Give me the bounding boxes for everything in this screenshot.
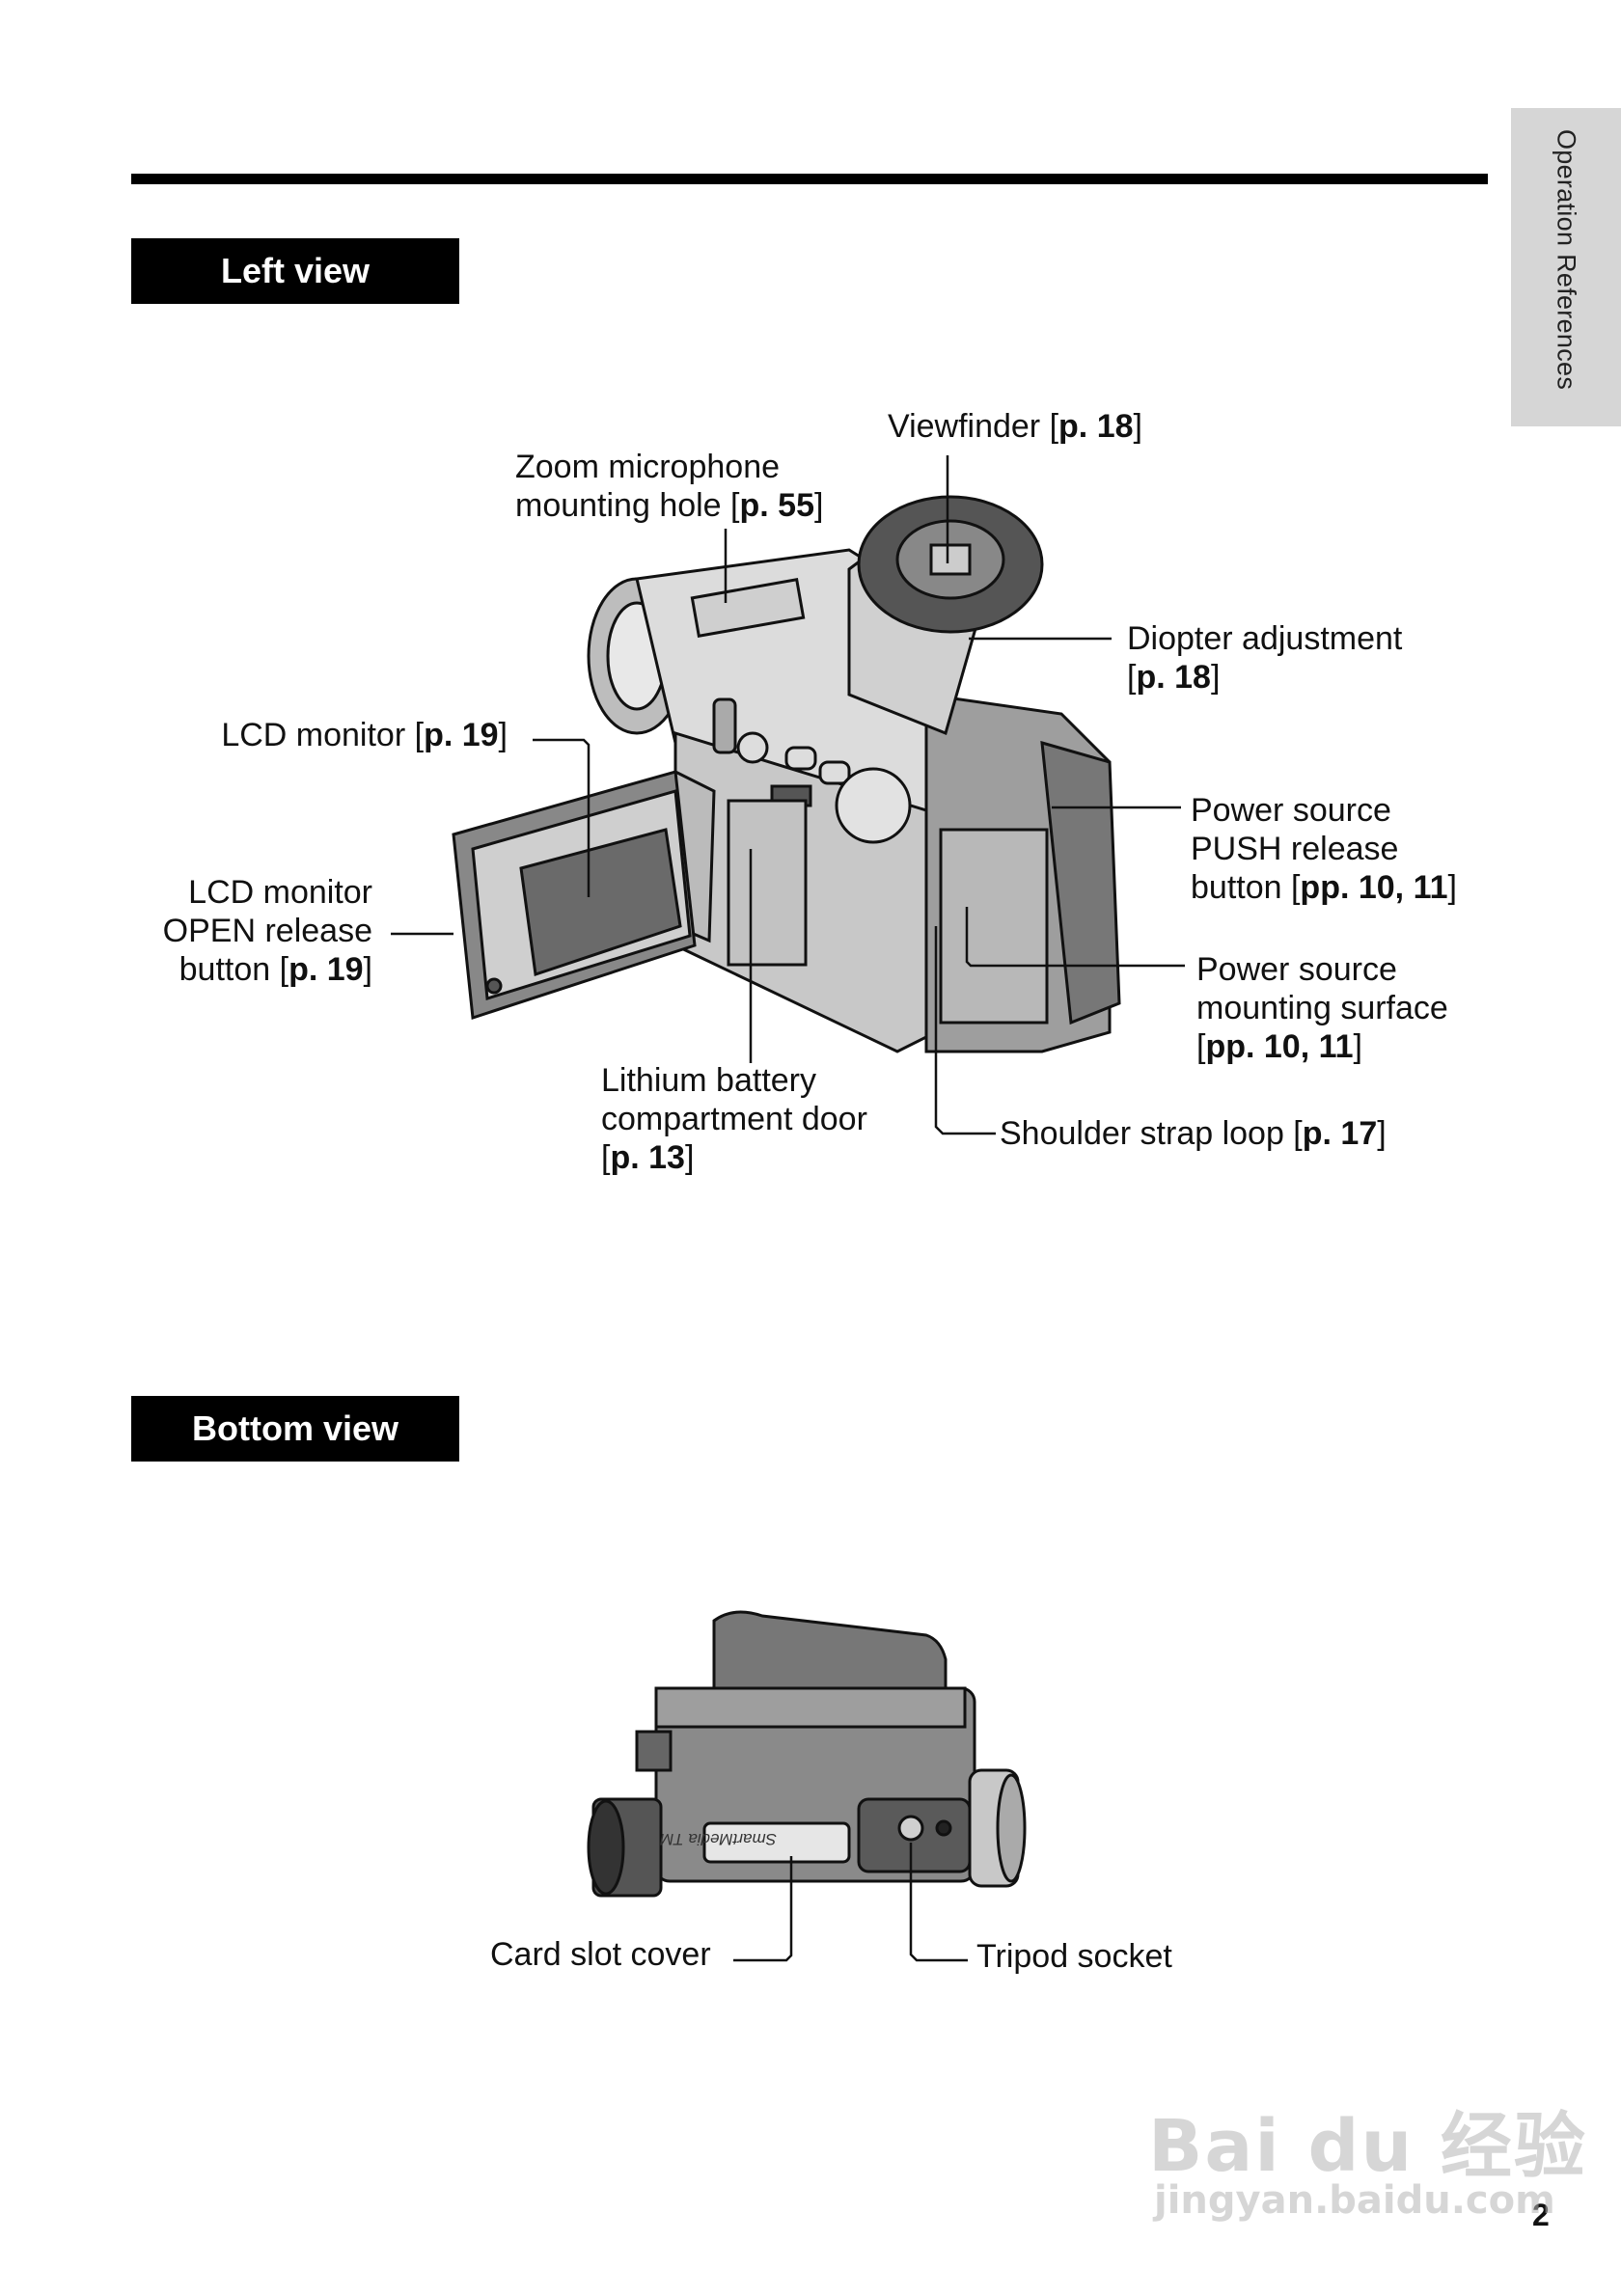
side-tab [1511,108,1621,426]
callout-card-slot: Card slot cover [490,1936,711,1973]
section-heading-left-view: Left view [131,238,459,304]
callout-tripod-socket: Tripod socket [976,1938,1172,1975]
callout-lcd-open-line1: LCD monitor [188,874,372,911]
callout-diopter-line1: Diopter adjustment [1127,620,1403,657]
callout-lithium-line2: compartment door [601,1101,867,1137]
callout-power-push-line3: button [pp. 10, 11] [1191,869,1457,906]
callout-viewfinder: Viewfinder [p. 18] [888,408,1142,445]
left-view-leader-lines [391,455,1185,1135]
callout-zoom-mic-line1: Zoom microphone [515,449,781,485]
left-view-illustration [452,495,1121,1053]
callout-lithium-door: Lithium battery compartment door [p. 13] [601,1061,867,1177]
page-number: 2 [1532,2198,1550,2232]
section-heading-bottom-view: Bottom view [131,1396,459,1462]
watermark-logo: Bai du 经验 [1148,2105,1587,2188]
callout-zoom-mic: Zoom microphone mounting hole [p. 55] [515,448,823,525]
callout-power-push-line2: PUSH release [1191,831,1399,867]
top-rule [131,174,1488,184]
callout-lcd-open-line2: OPEN release [162,913,372,949]
card-brand-text: SmartMedia TM [659,1830,777,1848]
callout-power-mount-line1: Power source [1196,951,1397,988]
watermark-url: jingyan.baidu.com [1154,2178,1555,2223]
callout-power-mount-line3: [pp. 10, 11] [1196,1028,1362,1065]
callout-diopter: Diopter adjustment [p. 18] [1127,619,1402,697]
bottom-view-leader-lines [733,1843,968,1962]
callout-lithium-line3: [p. 13] [601,1139,695,1176]
callout-shoulder-strap: Shoulder strap loop [p. 17] [1000,1115,1387,1152]
callout-power-mount: Power source mounting surface [pp. 10, 1… [1196,950,1448,1066]
bottom-view-illustration [587,1610,1027,1898]
callout-power-push: Power source PUSH release button [pp. 10… [1191,791,1457,907]
side-tab-label: Operation References [1552,129,1581,391]
callout-lcd-open: LCD monitor OPEN release button [p. 19] [106,873,372,989]
callout-power-mount-line2: mounting surface [1196,990,1448,1026]
callout-lcd-open-line3: button [p. 19] [179,951,372,988]
callout-zoom-mic-line2: mounting hole [p. 55] [515,487,824,524]
callout-power-push-line1: Power source [1191,792,1391,829]
callout-diopter-line2: [p. 18] [1127,659,1221,696]
callout-lcd-monitor: LCD monitor [p. 19] [221,717,508,753]
callout-lithium-line1: Lithium battery [601,1062,816,1099]
